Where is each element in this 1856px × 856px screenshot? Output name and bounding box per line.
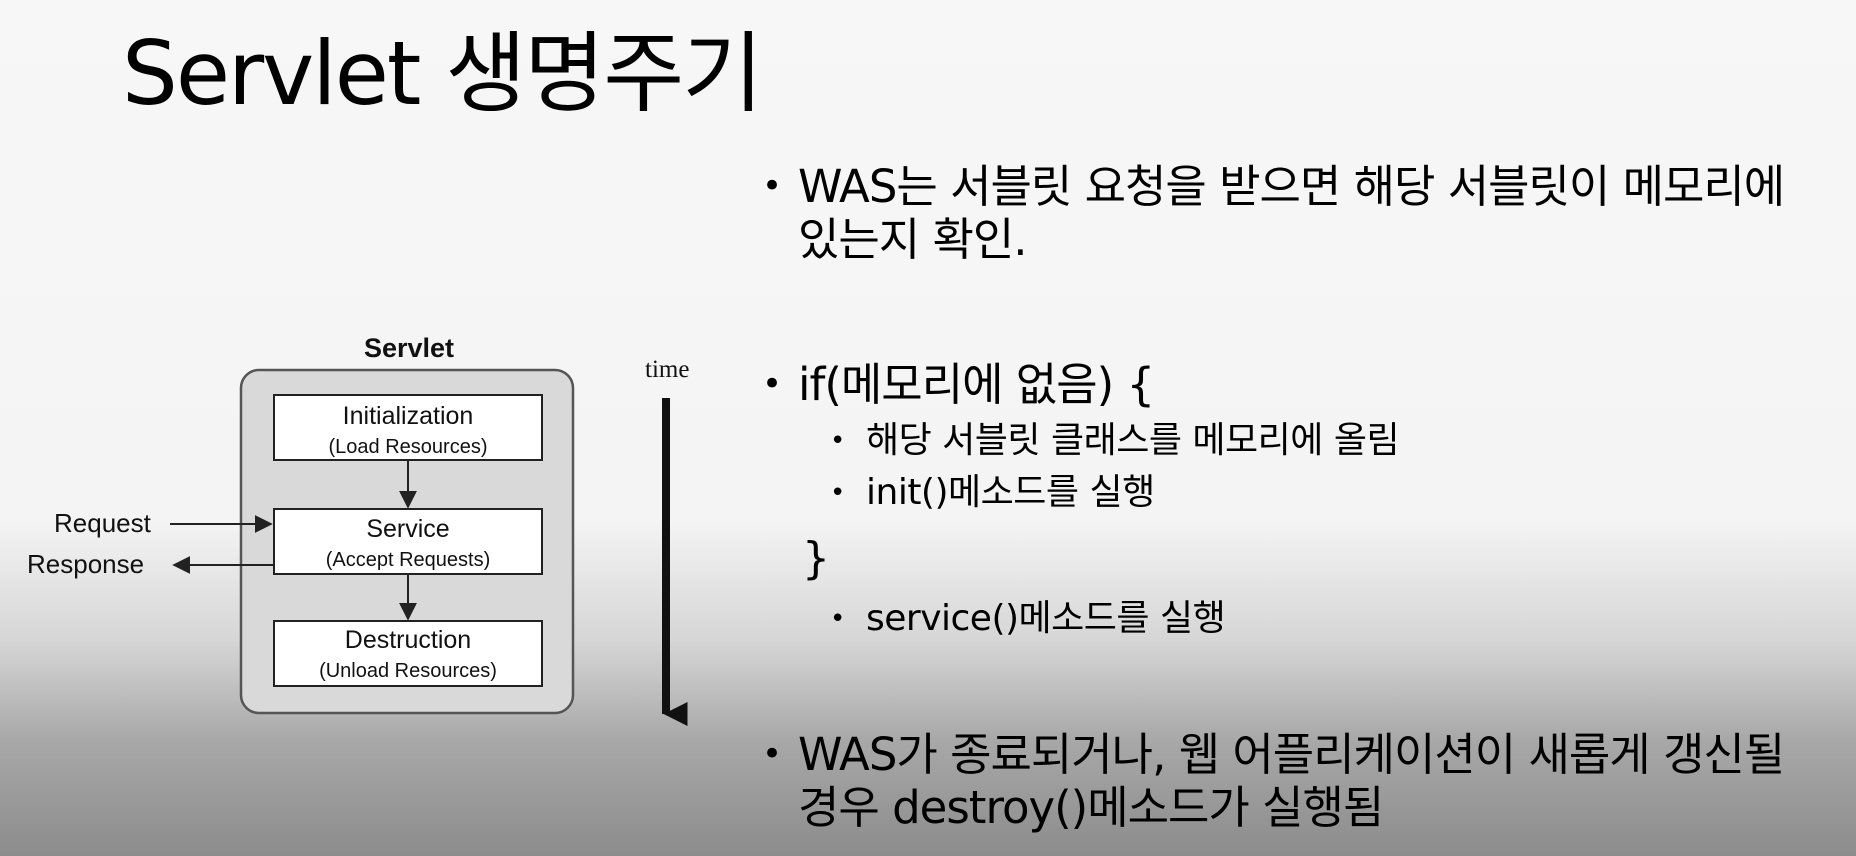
- bullet-text: WAS가 종료되거나, 웹 어플리케이션이 새롭게 갱신될 경우 destroy…: [798, 728, 1785, 834]
- initialization-detail: (Load Resources): [329, 436, 488, 458]
- bullet-item-destroy: • WAS가 종료되거나, 웹 어플리케이션이 새롭게 갱신될 경우 destr…: [758, 728, 1828, 834]
- request-label: Request: [54, 508, 152, 538]
- bullet-text: if(메모리에 없음) {: [798, 358, 1155, 411]
- service-detail: (Accept Requests): [326, 549, 491, 571]
- slide-title: Servlet 생명주기: [122, 22, 763, 125]
- sub-bullet-load-class: • 해당 서블릿 클래스를 메모리에 올림: [828, 419, 1400, 463]
- destruction-detail: (Unload Resources): [319, 660, 497, 682]
- bullet-dot: •: [830, 426, 845, 456]
- time-label: time: [645, 356, 689, 383]
- closing-brace: }: [802, 533, 830, 584]
- bullet-item-was-check: • WAS는 서블릿 요청을 받으면 해당 서블릿이 메모리에 있는지 확인.: [758, 160, 1828, 266]
- bullet-item-if-not-in-memory: • if(메모리에 없음) {: [758, 358, 1828, 411]
- bullet-dot: •: [762, 364, 782, 404]
- bullet-dot: •: [830, 604, 845, 634]
- sub-bullet-run-init: • init()메소드를 실행: [828, 471, 1155, 515]
- bullet-text: init()메소드를 실행: [866, 472, 1155, 513]
- destruction-box: [273, 620, 543, 687]
- bullet-dot: •: [830, 478, 845, 508]
- sub-bullet-run-service: • service()메소드를 실행: [828, 597, 1226, 641]
- servlet-lifecycle-diagram: Servlet Initialization (Load Resources) …: [27, 333, 689, 726]
- bullet-text: WAS는 서블릿 요청을 받으면 해당 서블릿이 메모리에 있는지 확인.: [798, 160, 1785, 266]
- bullet-dot: •: [762, 734, 782, 774]
- bullet-text: service()메소드를 실행: [866, 598, 1226, 639]
- bullet-dot: •: [762, 166, 782, 206]
- bullet-text: 해당 서블릿 클래스를 메모리에 올림: [866, 420, 1400, 461]
- initialization-label: Initialization: [343, 402, 474, 430]
- service-box: [273, 508, 543, 575]
- response-label: Response: [27, 549, 144, 579]
- destruction-label: Destruction: [345, 626, 471, 654]
- servlet-box-title: Servlet: [364, 333, 454, 363]
- service-label: Service: [366, 515, 449, 543]
